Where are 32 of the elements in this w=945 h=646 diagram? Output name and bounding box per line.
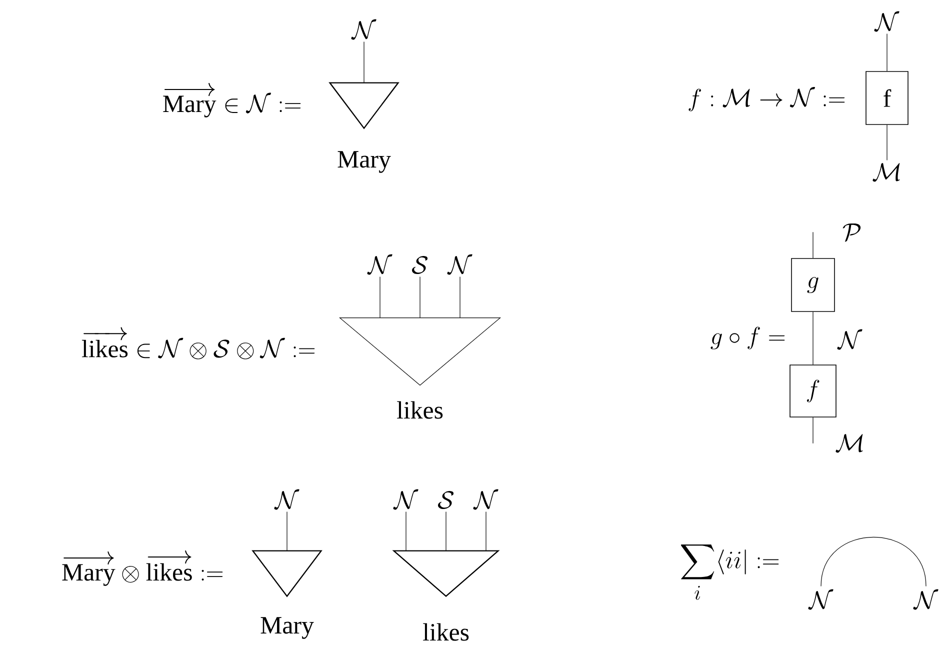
function-box: $f$ <box>790 364 836 418</box>
type-label: $\mathcal{N}$ <box>808 589 834 610</box>
type-label: $\mathcal{N}$ <box>913 589 938 610</box>
wire <box>812 232 814 258</box>
type-label: $\mathcal{N}$ <box>274 489 300 510</box>
type-label: $\mathcal{N}$ <box>351 19 376 40</box>
function-box: $\mathrm{f}$ <box>866 71 908 125</box>
wire <box>286 511 288 552</box>
formula: $g \circ f =$ <box>710 326 785 350</box>
type-label: $\mathcal{S}$ <box>412 256 428 274</box>
type-label: $\mathcal{N}$ <box>447 254 472 275</box>
edge-label: $\mathcal{P}$ <box>841 222 863 242</box>
type-label: $\mathcal{N}$ <box>393 489 418 510</box>
edge-label: $\mathcal{M}$ <box>834 434 866 453</box>
type-label: $\mathcal{N}$ <box>367 254 392 275</box>
word-label: Mary <box>260 617 314 639</box>
word-label: likes <box>423 623 469 641</box>
wire <box>886 33 888 72</box>
wire <box>812 417 814 444</box>
formula: $\sum_i \langle ii| :=$ <box>681 544 779 600</box>
wire <box>886 124 888 161</box>
type-label: $\mathcal{N}$ <box>473 489 498 510</box>
wire <box>820 536 926 587</box>
formula: $f : \mathcal{M} \to \mathcal{N} :=$ <box>688 86 845 112</box>
word-label: Mary <box>338 151 391 173</box>
function-box: $g$ <box>791 258 835 312</box>
word-label: likes <box>397 401 443 419</box>
type-label: $\mathcal{N}$ <box>874 11 900 32</box>
wire <box>812 312 814 365</box>
type-label: $\mathcal{M}$ <box>872 162 900 182</box>
edge-label: $\mathcal{N}$ <box>836 329 864 350</box>
type-label: $\mathcal{S}$ <box>438 490 454 510</box>
